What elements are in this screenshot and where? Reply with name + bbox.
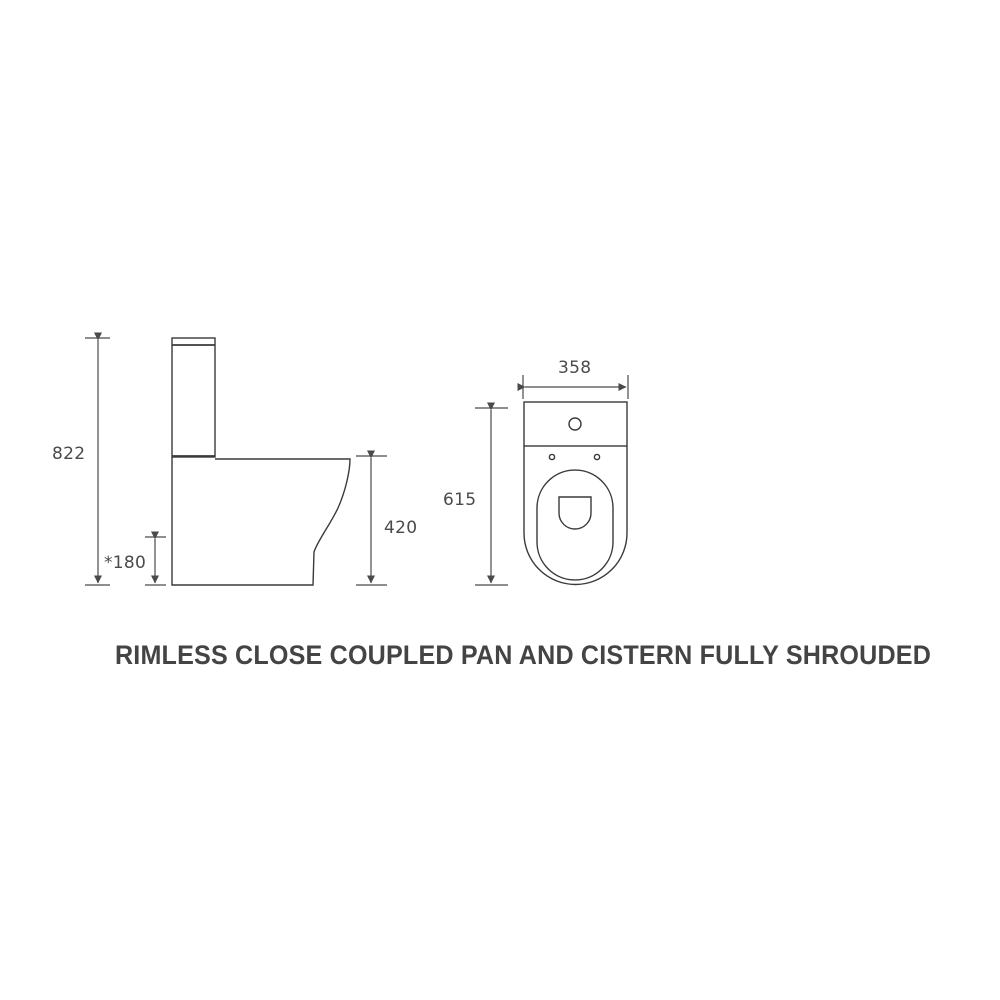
top-cistern [523, 401, 628, 447]
top-bowl [523, 446, 628, 586]
top-seat [536, 469, 614, 581]
label-width: 358 [558, 358, 592, 378]
dimension-width [517, 375, 629, 399]
product-title: RIMLESS CLOSE COUPLED PAN AND CISTERN FU… [114, 640, 932, 670]
side-pan [171, 457, 351, 586]
dimension-pan-height [356, 450, 387, 586]
label-depth: 615 [443, 490, 477, 510]
hinge-hole-left [548, 453, 556, 461]
side-view [171, 337, 351, 586]
top-view [523, 401, 628, 586]
dimension-depth [475, 402, 508, 586]
top-bowl-opening [558, 496, 592, 530]
label-outlet-height: *180 [104, 553, 147, 573]
side-cistern [171, 337, 216, 458]
dimension-overall-height [85, 332, 110, 586]
flush-button [568, 417, 582, 431]
label-pan-height: 420 [384, 518, 418, 538]
hinge-hole-right [593, 453, 601, 461]
label-overall-height: 822 [52, 444, 86, 464]
dimension-outlet-height [145, 531, 166, 586]
